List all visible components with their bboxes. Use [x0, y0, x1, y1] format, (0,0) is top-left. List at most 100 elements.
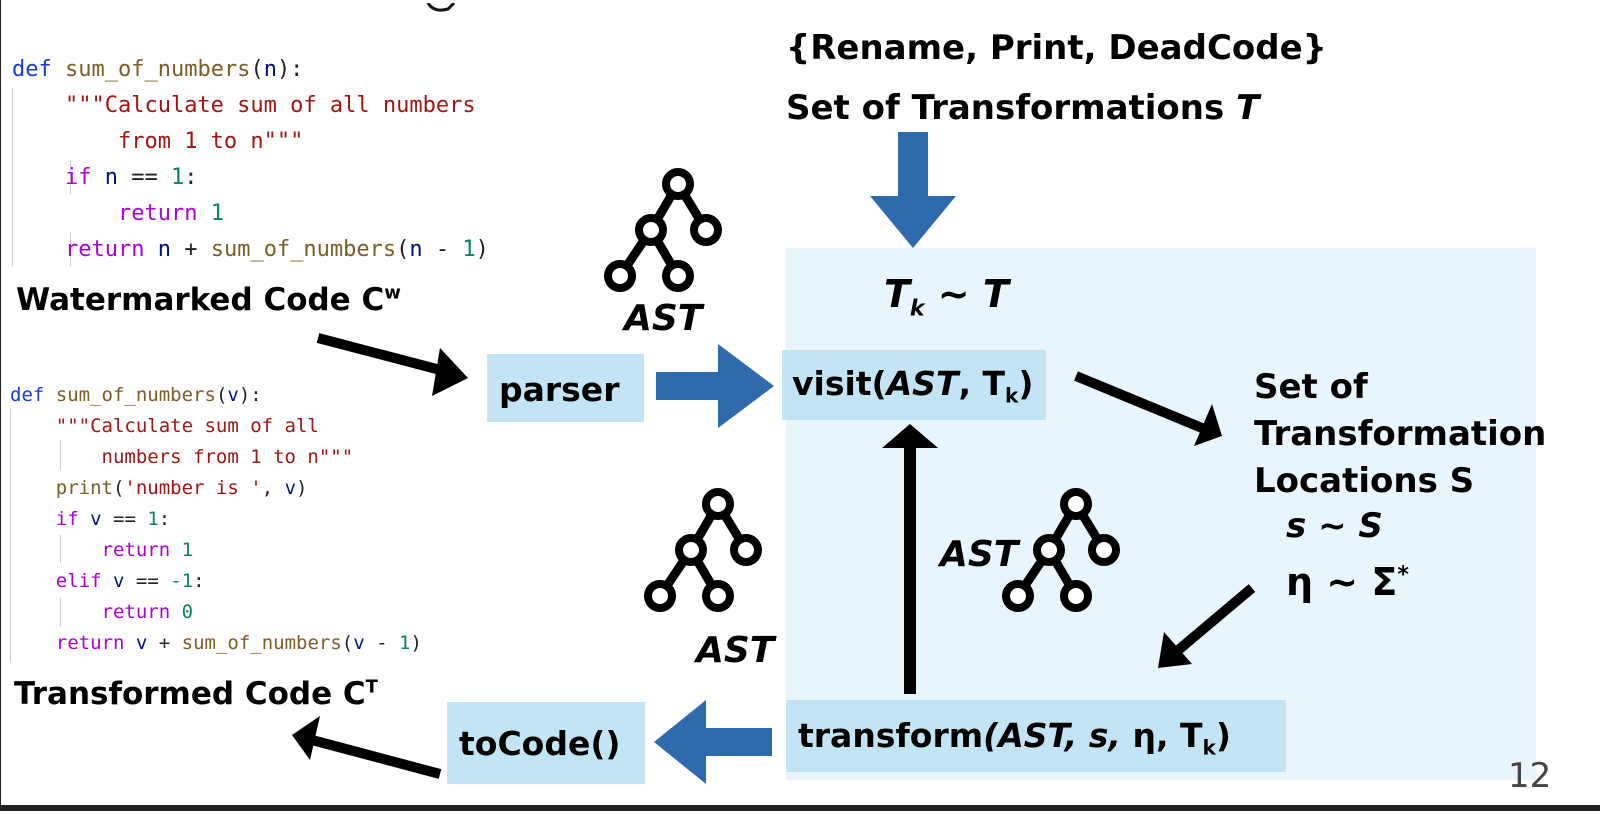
transformation-set-list: {Rename, Print, DeadCode} [786, 28, 1327, 68]
code-line: from 1 to n""" [12, 124, 303, 160]
code-token: sum_of_numbers [65, 57, 251, 82]
code-line: """Calculate sum of all [10, 411, 319, 442]
indent-guide [60, 440, 61, 470]
code-token: return [101, 601, 171, 623]
transformation-set-variable: T [1236, 88, 1260, 128]
ast-tree-icon [1006, 492, 1116, 608]
code-token: elif [55, 570, 102, 592]
code-token: 1 [170, 165, 185, 190]
transform-mid: , T [1155, 716, 1203, 755]
black-arrow-to-transformed-code [292, 716, 442, 779]
transformed-code-block: def sum_of_numbers(v): """Calculate sum … [0, 380, 480, 670]
code-line: def sum_of_numbers(n): [12, 52, 303, 88]
code-token: + [170, 237, 211, 262]
sampled-transform-label: Tk ~ T [884, 272, 1009, 322]
sampled-transform-rest: ~ T [924, 272, 1009, 316]
code-token: print [55, 477, 113, 499]
code-token: """Calculate sum of all [55, 415, 319, 437]
code-token: 1 [181, 539, 194, 561]
code-line: if v == 1: [10, 504, 170, 535]
code-token: numbers from 1 to n""" [101, 446, 354, 468]
transform-box: transform(AST, s, η, Tk) [786, 700, 1286, 772]
eta-sample: η ~ Σ* [1286, 560, 1409, 604]
code-token: 1 [399, 632, 411, 654]
cropped-heading-fragment [420, 0, 460, 12]
transformed-code-label: Transformed Code CT [14, 676, 378, 712]
ast-tree-icon [648, 492, 758, 608]
code-token: : [193, 570, 205, 592]
locations-title: Set of Transformation Locations S [1254, 367, 1547, 501]
code-token: , [261, 477, 285, 499]
code-token: 1 [147, 508, 159, 530]
transformed-code-superscript: T [365, 676, 378, 698]
watermarked-code-block: def sum_of_numbers(n): """Calculate sum … [0, 52, 560, 272]
code-line: if n == 1: [12, 160, 197, 196]
code-token: n [104, 165, 118, 190]
code-token: == [124, 570, 171, 592]
code-token: - [364, 632, 400, 654]
transform-args: (AST, s, [983, 716, 1133, 755]
sampled-transform-symbol: T [884, 272, 910, 316]
code-token: 1 [210, 201, 224, 226]
code-token: sum_of_numbers [210, 237, 397, 262]
code-token: : [158, 508, 171, 530]
watermarked-code-label: Watermarked Code Cw [16, 282, 401, 318]
code-line: elif v == -1: [10, 566, 205, 597]
code-token: ): [238, 384, 262, 406]
code-token: sum_of_numbers [181, 632, 342, 654]
code-token: v [112, 570, 125, 592]
code-token: 'number is ' [124, 477, 262, 499]
code-token: ( [396, 237, 410, 262]
black-arrow-to-locations [1074, 371, 1222, 446]
code-token: v [135, 632, 148, 654]
indent-guide [10, 408, 11, 662]
ast-label-top: AST [624, 298, 703, 339]
tocode-label: toCode() [459, 724, 621, 763]
code-token: : [184, 165, 198, 190]
code-token: return [117, 201, 198, 226]
code-line: def sum_of_numbers(v): [10, 380, 262, 411]
code-line: return v + sum_of_numbers(v - 1) [10, 628, 422, 659]
indent-guide [12, 88, 13, 266]
code-token: return [64, 237, 145, 262]
indent-guide [60, 598, 61, 626]
visit-mid: , T [958, 364, 1006, 403]
visit-ast: AST [886, 364, 959, 403]
page-number: 12 [1508, 756, 1552, 796]
transform-suffix: ) [1215, 716, 1231, 755]
code-token: ( [112, 477, 125, 499]
ast-label-bottom: AST [696, 630, 775, 671]
ast-tree-icon [608, 172, 718, 288]
code-token: def [10, 384, 45, 406]
code-token: return [101, 539, 171, 561]
watermarked-code-text: Watermarked Code C [16, 282, 385, 318]
code-token: def [12, 57, 52, 82]
transform-label: transform(AST, s, η, Tk) [798, 716, 1231, 760]
sampled-transform-subscript: k [909, 296, 925, 322]
code-token: sum_of_numbers [55, 384, 216, 406]
transformation-set-title: Set of Transformations T [786, 88, 1259, 128]
code-line: """Calculate sum of all numbers [12, 88, 476, 124]
visit-suffix: ) [1018, 364, 1034, 403]
eta-sample-superscript: * [1397, 562, 1409, 588]
code-token: v [90, 508, 102, 530]
code-token: if [55, 508, 79, 530]
parser-box: parser [487, 354, 644, 422]
code-token: == [101, 508, 148, 530]
indent-guide [70, 160, 71, 194]
code-line: return 1 [12, 196, 224, 232]
visit-prefix: visit( [792, 364, 887, 403]
ast-label-middle: AST [940, 534, 1019, 575]
code-token: v [284, 477, 297, 499]
code-line: return 1 [10, 535, 194, 566]
indent-guide [70, 232, 71, 266]
code-token: 0 [181, 601, 194, 623]
code-token: n [263, 57, 277, 82]
code-token: from 1 to n""" [117, 129, 304, 154]
code-token: ) [296, 477, 308, 499]
parser-label: parser [499, 370, 620, 409]
visit-label: visit(AST, Tk) [792, 364, 1033, 408]
code-token: == [117, 165, 171, 190]
code-token: ) [410, 632, 422, 654]
